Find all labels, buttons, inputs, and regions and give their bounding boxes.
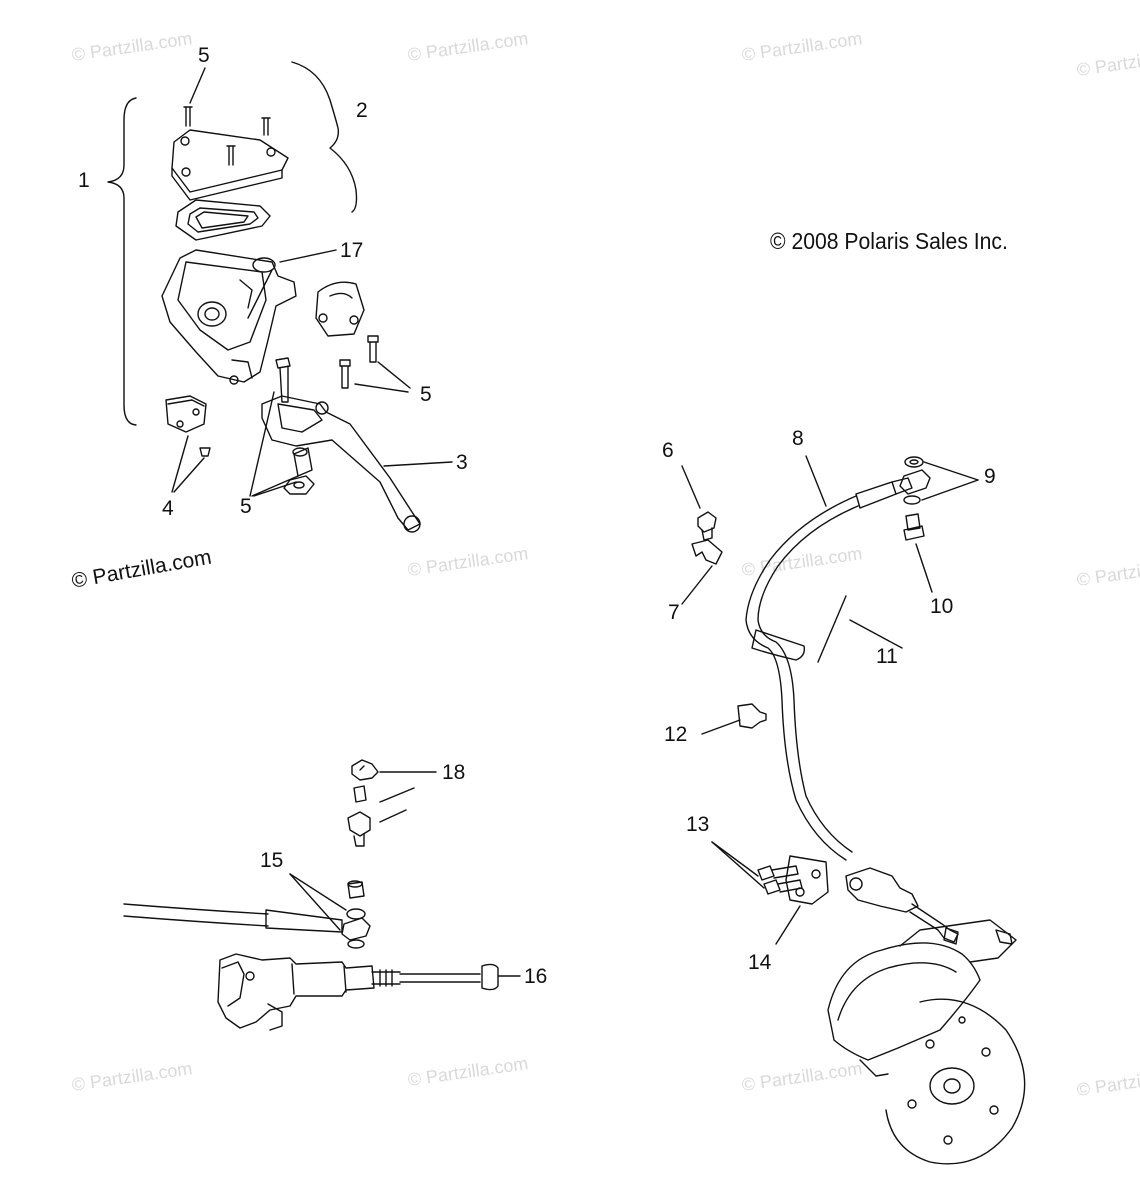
callout-8: 8: [792, 427, 804, 450]
diaphragm: [175, 199, 271, 241]
callout-6: 6: [662, 439, 674, 462]
callout-13: 13: [686, 813, 710, 836]
callout-10: 10: [930, 595, 954, 618]
handlebar-clamp: [315, 281, 365, 337]
banjo-15: [341, 917, 371, 941]
lever-sleeve: [293, 447, 313, 477]
lever-nut: [283, 475, 315, 495]
reservoir-cover: [171, 129, 289, 193]
callout-11: 11: [876, 645, 898, 668]
clutch-cable: [123, 903, 269, 915]
cap-17: [252, 257, 276, 273]
switch-housing: [165, 395, 207, 433]
cover-screws: [183, 67, 271, 166]
hose-fitting: [855, 481, 897, 509]
washer-9a: [904, 456, 924, 468]
fitting-15a: [347, 881, 365, 899]
washer-9b: [903, 495, 921, 505]
callout-5: 5: [420, 383, 432, 406]
pivot-bolt: [275, 357, 291, 403]
switch-screw: [199, 447, 211, 457]
callout-15: 15: [260, 849, 284, 872]
callout-1: 1: [78, 169, 90, 192]
callout-5: 5: [240, 495, 252, 518]
banjo-bolt-10: [903, 513, 925, 541]
fitting-18b: [353, 785, 367, 803]
callout-5: 5: [198, 44, 210, 67]
callout-16: 16: [524, 965, 548, 988]
banjo-9: [899, 469, 931, 495]
callout-3: 3: [456, 451, 468, 474]
washer-15: [346, 908, 366, 920]
nut-6: [697, 511, 717, 533]
callout-17: 17: [340, 239, 364, 262]
line-sleeve: [751, 629, 806, 661]
fitting-18c: [347, 811, 371, 837]
callout-18: 18: [442, 761, 466, 784]
clamp-bolts: [339, 335, 411, 393]
brake-line: [745, 495, 857, 861]
bracket-2: [291, 61, 358, 213]
callout-4: 4: [162, 497, 174, 520]
brake-housing: [827, 942, 981, 1061]
cable-end-16: [481, 963, 499, 991]
rotor: [885, 998, 1026, 1165]
callout-14: 14: [748, 951, 772, 974]
bracket-1: [107, 97, 137, 426]
fitting-18a: [351, 759, 379, 781]
rear-master-cylinder: [845, 867, 919, 913]
bleeder-12: [737, 703, 767, 729]
callout-12: 12: [664, 723, 688, 746]
copyright-notice: © 2008 Polaris Sales Inc.: [770, 228, 1008, 254]
master-cylinder-body: [161, 249, 297, 383]
bracket-14: [785, 855, 829, 905]
brake-lever: [261, 395, 421, 531]
callout-9: 9: [984, 465, 996, 488]
callout-2: 2: [356, 99, 368, 122]
clip-7: [691, 539, 723, 565]
callout-7: 7: [668, 601, 680, 624]
